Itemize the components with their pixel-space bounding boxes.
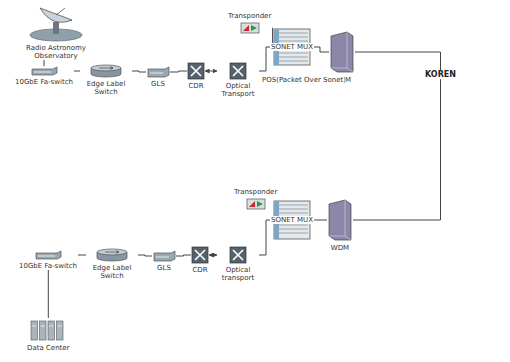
protocol-label: POS(Packet Over Sonet) xyxy=(262,76,346,84)
link-line xyxy=(78,255,86,256)
sw-icon xyxy=(30,66,58,76)
node-label: KOREN xyxy=(424,70,457,79)
node-label: GLS xyxy=(150,80,166,88)
link-line xyxy=(209,255,217,256)
link-line xyxy=(132,71,146,72)
node-label: Optical transport xyxy=(217,266,259,282)
node-label: 10GbE Fa-switch xyxy=(18,262,78,270)
sonet-mux-node: SONET MUX xyxy=(273,28,311,66)
cdr-node: CDR xyxy=(187,62,205,90)
wdm-node: WDM xyxy=(327,198,353,252)
link-line xyxy=(48,270,49,318)
sw-icon xyxy=(152,250,176,262)
node-label: Data Center xyxy=(26,344,71,352)
node-label: SONET MUX xyxy=(270,43,314,51)
link-line xyxy=(74,71,80,72)
node-label: Radio Astronomy Observatory xyxy=(5,44,107,60)
label-switch-node: Edge Label Switch xyxy=(80,64,132,96)
sonet-mux-node: SONET MUX xyxy=(273,200,311,240)
link-line xyxy=(353,79,441,220)
node-label: Transponder xyxy=(233,188,278,196)
optical-transport-node: Optical transport xyxy=(217,246,259,282)
gls-node: GLS xyxy=(152,250,176,272)
observatory-node: Radio Astronomy Observatory xyxy=(5,2,107,60)
trans-icon xyxy=(246,198,266,210)
link-line xyxy=(44,60,45,66)
switch-node: 10GbE Fa-switch xyxy=(14,66,74,86)
wdm-icon xyxy=(327,198,353,242)
trans-icon xyxy=(240,22,260,34)
node-label: Optical Transport xyxy=(217,82,259,98)
link-line xyxy=(176,255,191,256)
node-label: 10GbE Fa-switch xyxy=(14,78,74,86)
node-label: GLS xyxy=(156,264,172,272)
router-icon xyxy=(96,248,128,262)
xc-icon xyxy=(229,246,247,264)
koren-node: KOREN xyxy=(424,70,457,79)
node-label: CDR xyxy=(191,266,208,274)
node-label: WDM xyxy=(330,244,350,252)
node-label: Edge Label Switch xyxy=(86,264,138,280)
xc-icon xyxy=(191,246,209,264)
xc-icon xyxy=(187,62,205,80)
link-line xyxy=(355,52,441,70)
gls-node: GLS xyxy=(146,66,170,88)
sw-icon xyxy=(34,250,62,260)
link-line xyxy=(205,71,217,72)
dish-icon xyxy=(26,2,86,42)
node-label: Transponder xyxy=(227,12,272,20)
data-center-node: Data Center xyxy=(26,318,71,352)
node-label: Edge Label Switch xyxy=(80,80,132,96)
transponder-node: Transponder xyxy=(227,12,272,34)
dc-icon xyxy=(28,318,68,342)
link-line xyxy=(138,255,152,256)
link-line xyxy=(259,220,273,255)
cdr-node: CDR xyxy=(191,246,209,274)
node-label: SONET MUX xyxy=(270,216,314,224)
optical-transport-node: Optical Transport xyxy=(217,62,259,98)
sw-icon xyxy=(146,66,170,78)
transponder-node: Transponder xyxy=(233,188,278,210)
link-line xyxy=(170,71,187,72)
router-icon xyxy=(90,64,122,78)
node-label: CDR xyxy=(187,82,204,90)
switch-node: 10GbE Fa-switch xyxy=(18,250,78,270)
wdm-icon xyxy=(329,30,355,74)
label-switch-node: Edge Label Switch xyxy=(86,248,138,280)
xc-icon xyxy=(229,62,247,80)
